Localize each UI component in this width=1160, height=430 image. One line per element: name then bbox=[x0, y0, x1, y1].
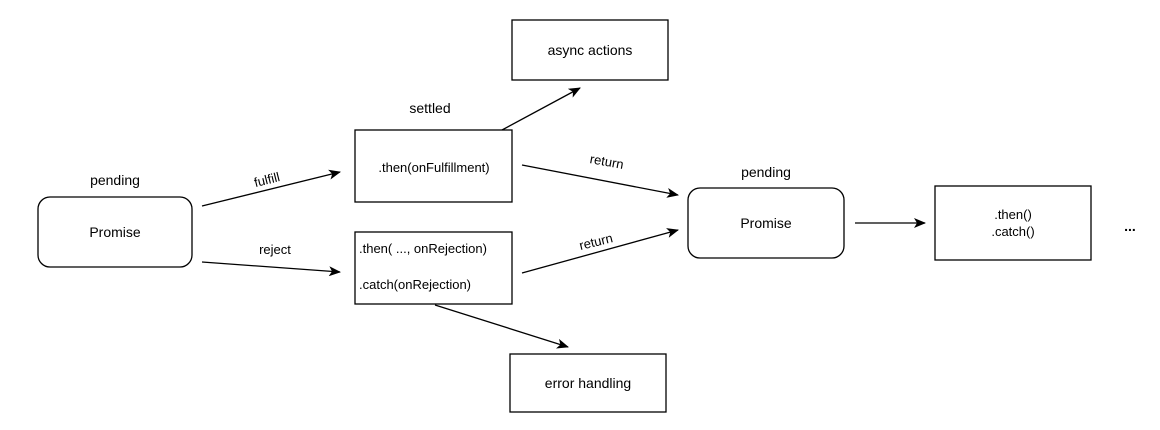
async-actions-node: async actions bbox=[511, 19, 669, 81]
state-label-pending-right: pending bbox=[741, 164, 791, 180]
edge-fulfill-arrow bbox=[201, 169, 341, 207]
edge-async-arrow bbox=[501, 87, 581, 131]
error-handling-label: error handling bbox=[545, 375, 631, 391]
reject-handlers-line2: .catch(onRejection) bbox=[359, 277, 471, 292]
async-actions-label: async actions bbox=[548, 42, 633, 58]
edge-return-top-label: return bbox=[589, 151, 625, 172]
then-fulfillment-node: .then(onFulfillment) bbox=[354, 129, 513, 203]
reject-handlers-line1: .then( ..., onRejection) bbox=[359, 241, 487, 256]
then-catch-line1: .then() bbox=[994, 207, 1032, 222]
promise-node-right-label: Promise bbox=[740, 215, 792, 231]
edge-reject-arrow bbox=[201, 261, 341, 277]
promise-node-left-label: Promise bbox=[89, 224, 141, 240]
error-handling-node: error handling bbox=[509, 353, 667, 413]
edge-return-top-arrow bbox=[521, 164, 679, 198]
then-fulfillment-label: .then(onFulfillment) bbox=[378, 160, 489, 175]
state-label-pending-left: pending bbox=[90, 172, 140, 188]
edge-fulfill-label: fulfill bbox=[252, 169, 281, 190]
edge-error-arrow bbox=[434, 304, 569, 349]
then-catch-line2: .catch() bbox=[991, 224, 1034, 239]
edge-return-bottom-arrow bbox=[521, 228, 679, 274]
state-label-settled: settled bbox=[409, 100, 450, 116]
reject-handlers-node: .then( ..., onRejection) .catch(onReject… bbox=[354, 231, 513, 305]
then-catch-node: .then() .catch() bbox=[934, 185, 1092, 261]
edge-reject-label: reject bbox=[259, 242, 291, 257]
promise-node-left: Promise bbox=[37, 196, 193, 268]
continuation-ellipsis: ... bbox=[1124, 218, 1136, 234]
promise-node-right: Promise bbox=[687, 187, 845, 259]
